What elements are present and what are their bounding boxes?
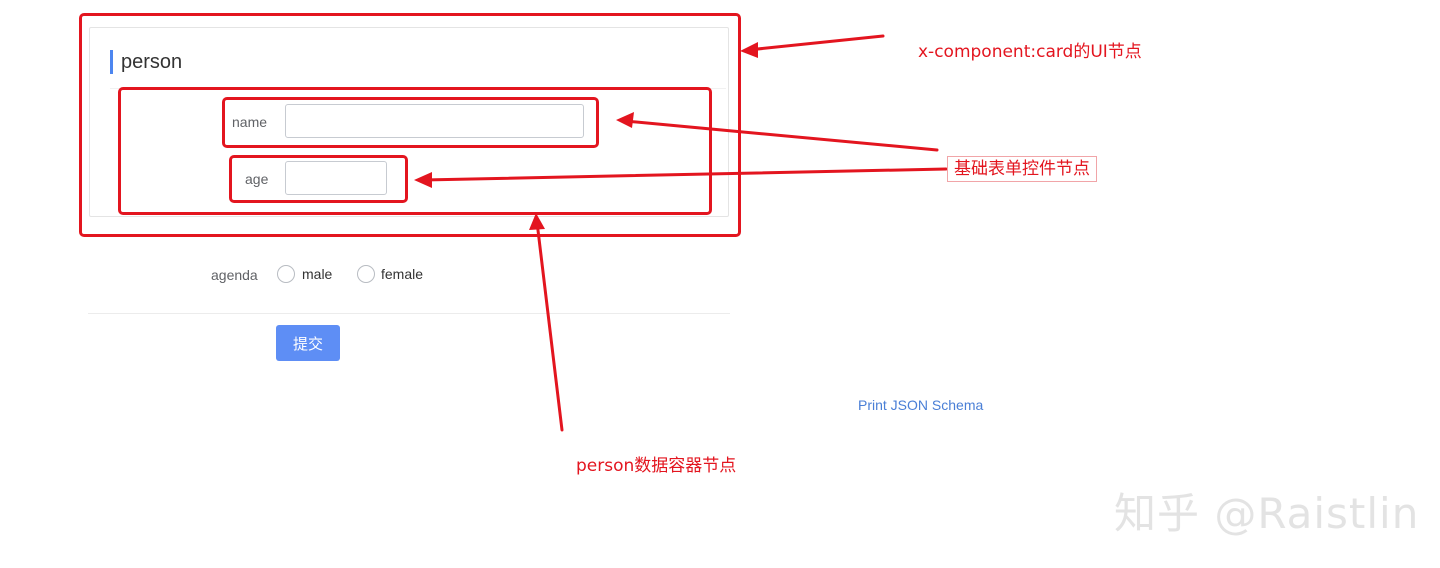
watermark: 知乎 @Raistlin (1114, 489, 1420, 538)
age-label: age (245, 171, 269, 187)
card-node-annotation: x-component:card的UI节点 (918, 42, 1142, 62)
data-container-node-annotation: person数据容器节点 (576, 456, 737, 476)
form-control-node-annotation: 基础表单控件节点 (947, 156, 1097, 182)
male-radio[interactable] (277, 265, 295, 283)
arrow-to-data-container (535, 220, 564, 432)
card-title: person (110, 50, 182, 74)
name-input[interactable] (285, 104, 584, 138)
print-json-schema-link[interactable]: Print JSON Schema (858, 397, 984, 413)
submit-button[interactable]: 提交 (276, 325, 340, 361)
form-divider (88, 313, 730, 314)
female-radio-label[interactable]: female (381, 266, 424, 282)
male-radio-label[interactable]: male (302, 266, 333, 282)
age-field-highlight (229, 155, 408, 203)
female-radio[interactable] (357, 265, 375, 283)
arrow-to-card (746, 34, 885, 52)
name-field-highlight (222, 97, 599, 148)
agenda-label: agenda (211, 267, 258, 283)
name-label: name (232, 114, 268, 130)
age-input[interactable] (285, 161, 387, 195)
